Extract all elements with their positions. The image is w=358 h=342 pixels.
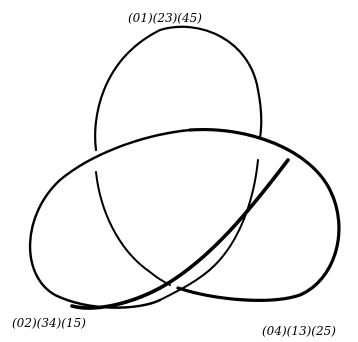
label-left: (02)(34)(15) <box>12 316 86 330</box>
knot-strand-inner-descent <box>96 172 150 272</box>
label-right: (04)(13)(25) <box>262 324 336 338</box>
knot-strand-inner-bottom <box>150 272 170 285</box>
label-top: (01)(23)(45) <box>128 11 202 25</box>
knot-strand-left-lobe <box>30 130 190 308</box>
